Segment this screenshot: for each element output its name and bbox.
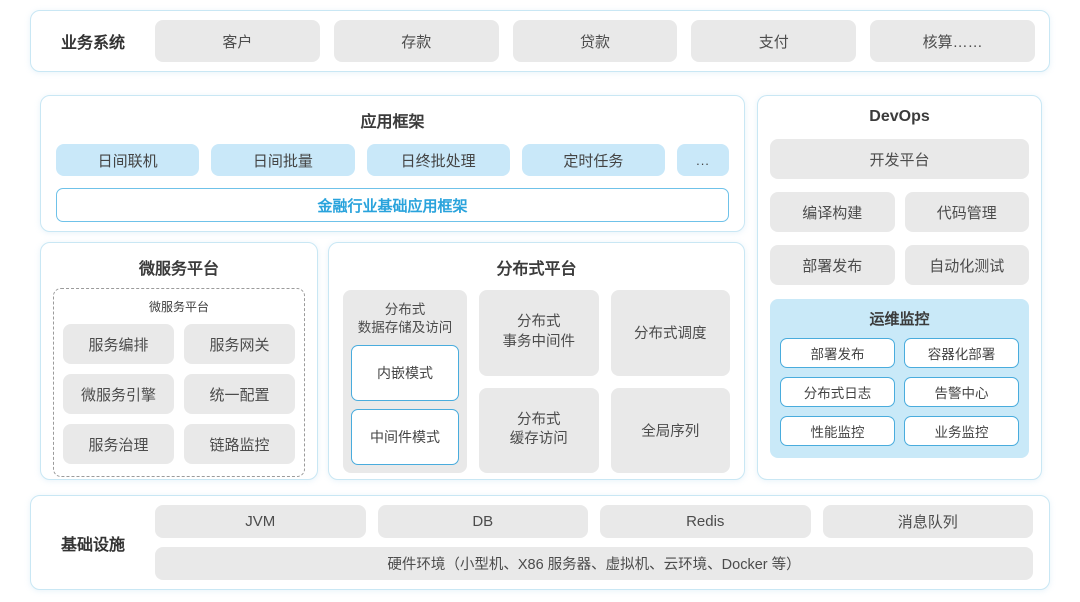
microservice-inner-title: 微服务平台 bbox=[148, 300, 209, 314]
app-framework-title: 应用框架 bbox=[360, 114, 425, 131]
dist-item-cache-access: 分布式 缓存访问 bbox=[479, 387, 599, 473]
ms-item-service-governance: 服务治理 bbox=[63, 424, 174, 464]
app-framework-panel: 应用框架 日间联机 日间批量 日终批处理 定时任务 ... 金融行业基础应用框架 bbox=[40, 95, 745, 232]
distributed-title: 分布式平台 bbox=[496, 261, 577, 278]
devops-dev-platform: 开发平台 bbox=[770, 139, 1029, 179]
ops-item-business-monitoring: 业务监控 bbox=[904, 416, 1019, 446]
devops-title: DevOps bbox=[869, 108, 930, 125]
business-systems-label: 业务系统 bbox=[60, 35, 125, 52]
ops-monitoring-title: 运维监控 bbox=[869, 311, 930, 328]
business-item-loan: 贷款 bbox=[512, 20, 678, 62]
appfw-item-eod-batch: 日终批处理 bbox=[366, 144, 510, 176]
ops-item-alert-center: 告警中心 bbox=[904, 377, 1019, 407]
devops-item-code-management: 代码管理 bbox=[904, 192, 1029, 232]
microservice-dashed-box: 微服务平台 服务编排 服务网关 微服务引擎 统一配置 服务治理 链路监控 bbox=[53, 288, 305, 477]
appfw-item-daytime-batch: 日间批量 bbox=[211, 144, 355, 176]
ops-item-performance-monitoring: 性能监控 bbox=[780, 416, 895, 446]
ms-item-trace-monitoring: 链路监控 bbox=[184, 424, 295, 464]
distributed-storage-title: 分布式 数据存储及访问 bbox=[357, 302, 453, 336]
infrastructure-panel: 基础设施 JVM DB Redis 消息队列 硬件环境（小型机、X86 服务器、… bbox=[30, 495, 1050, 590]
business-item-accounting: 核算…… bbox=[870, 20, 1035, 62]
devops-item-compile-build: 编译构建 bbox=[770, 192, 895, 232]
devops-item-deploy-release: 部署发布 bbox=[770, 245, 895, 285]
ops-monitoring-box: 运维监控 部署发布 容器化部署 分布式日志 告警中心 性能监控 业务监控 bbox=[770, 299, 1029, 458]
distributed-storage-box: 分布式 数据存储及访问 内嵌模式 中间件模式 bbox=[343, 290, 467, 473]
business-item-deposit: 存款 bbox=[333, 20, 499, 62]
ops-item-deploy-release: 部署发布 bbox=[780, 338, 895, 368]
business-systems-panel: 业务系统 客户 存款 贷款 支付 核算…… bbox=[30, 10, 1050, 72]
business-item-payment: 支付 bbox=[691, 20, 857, 62]
business-item-customer: 客户 bbox=[155, 20, 320, 62]
dist-item-global-sequence: 全局序列 bbox=[610, 387, 730, 473]
dist-item-transaction-middleware: 分布式 事务中间件 bbox=[479, 290, 599, 376]
appfw-item-scheduled-tasks: 定时任务 bbox=[521, 144, 665, 176]
ms-item-service-gateway: 服务网关 bbox=[184, 324, 295, 364]
infrastructure-label: 基础设施 bbox=[60, 536, 125, 554]
ops-item-container-deploy: 容器化部署 bbox=[904, 338, 1019, 368]
ops-item-distributed-logs: 分布式日志 bbox=[780, 377, 895, 407]
appfw-item-more: ... bbox=[677, 144, 729, 176]
storage-mode-middleware: 中间件模式 bbox=[351, 409, 459, 465]
ms-item-microservice-engine: 微服务引擎 bbox=[63, 374, 174, 414]
distributed-panel: 分布式平台 分布式 数据存储及访问 内嵌模式 中间件模式 分布式 事务中间件 分… bbox=[328, 242, 745, 480]
ms-item-service-orchestration: 服务编排 bbox=[63, 324, 174, 364]
devops-panel: DevOps 开发平台 编译构建 代码管理 部署发布 自动化测试 运维监控 部署… bbox=[757, 95, 1042, 480]
appfw-base-framework: 金融行业基础应用框架 bbox=[56, 188, 729, 222]
infra-item-redis: Redis bbox=[600, 505, 811, 538]
ms-item-unified-config: 统一配置 bbox=[184, 374, 295, 414]
appfw-item-daytime-online: 日间联机 bbox=[56, 144, 200, 176]
infra-hardware-environment: 硬件环境（小型机、X86 服务器、虚拟机、云环境、Docker 等） bbox=[155, 547, 1033, 580]
devops-item-automated-testing: 自动化测试 bbox=[904, 245, 1029, 285]
dist-item-scheduling: 分布式调度 bbox=[610, 290, 730, 376]
microservice-title: 微服务平台 bbox=[138, 261, 219, 278]
infra-item-message-queue: 消息队列 bbox=[822, 505, 1033, 538]
microservice-panel: 微服务平台 微服务平台 服务编排 服务网关 微服务引擎 统一配置 服务治理 链路… bbox=[40, 242, 318, 480]
infra-item-db: DB bbox=[377, 505, 588, 538]
infra-item-jvm: JVM bbox=[155, 505, 366, 538]
storage-mode-embedded: 内嵌模式 bbox=[351, 345, 459, 402]
